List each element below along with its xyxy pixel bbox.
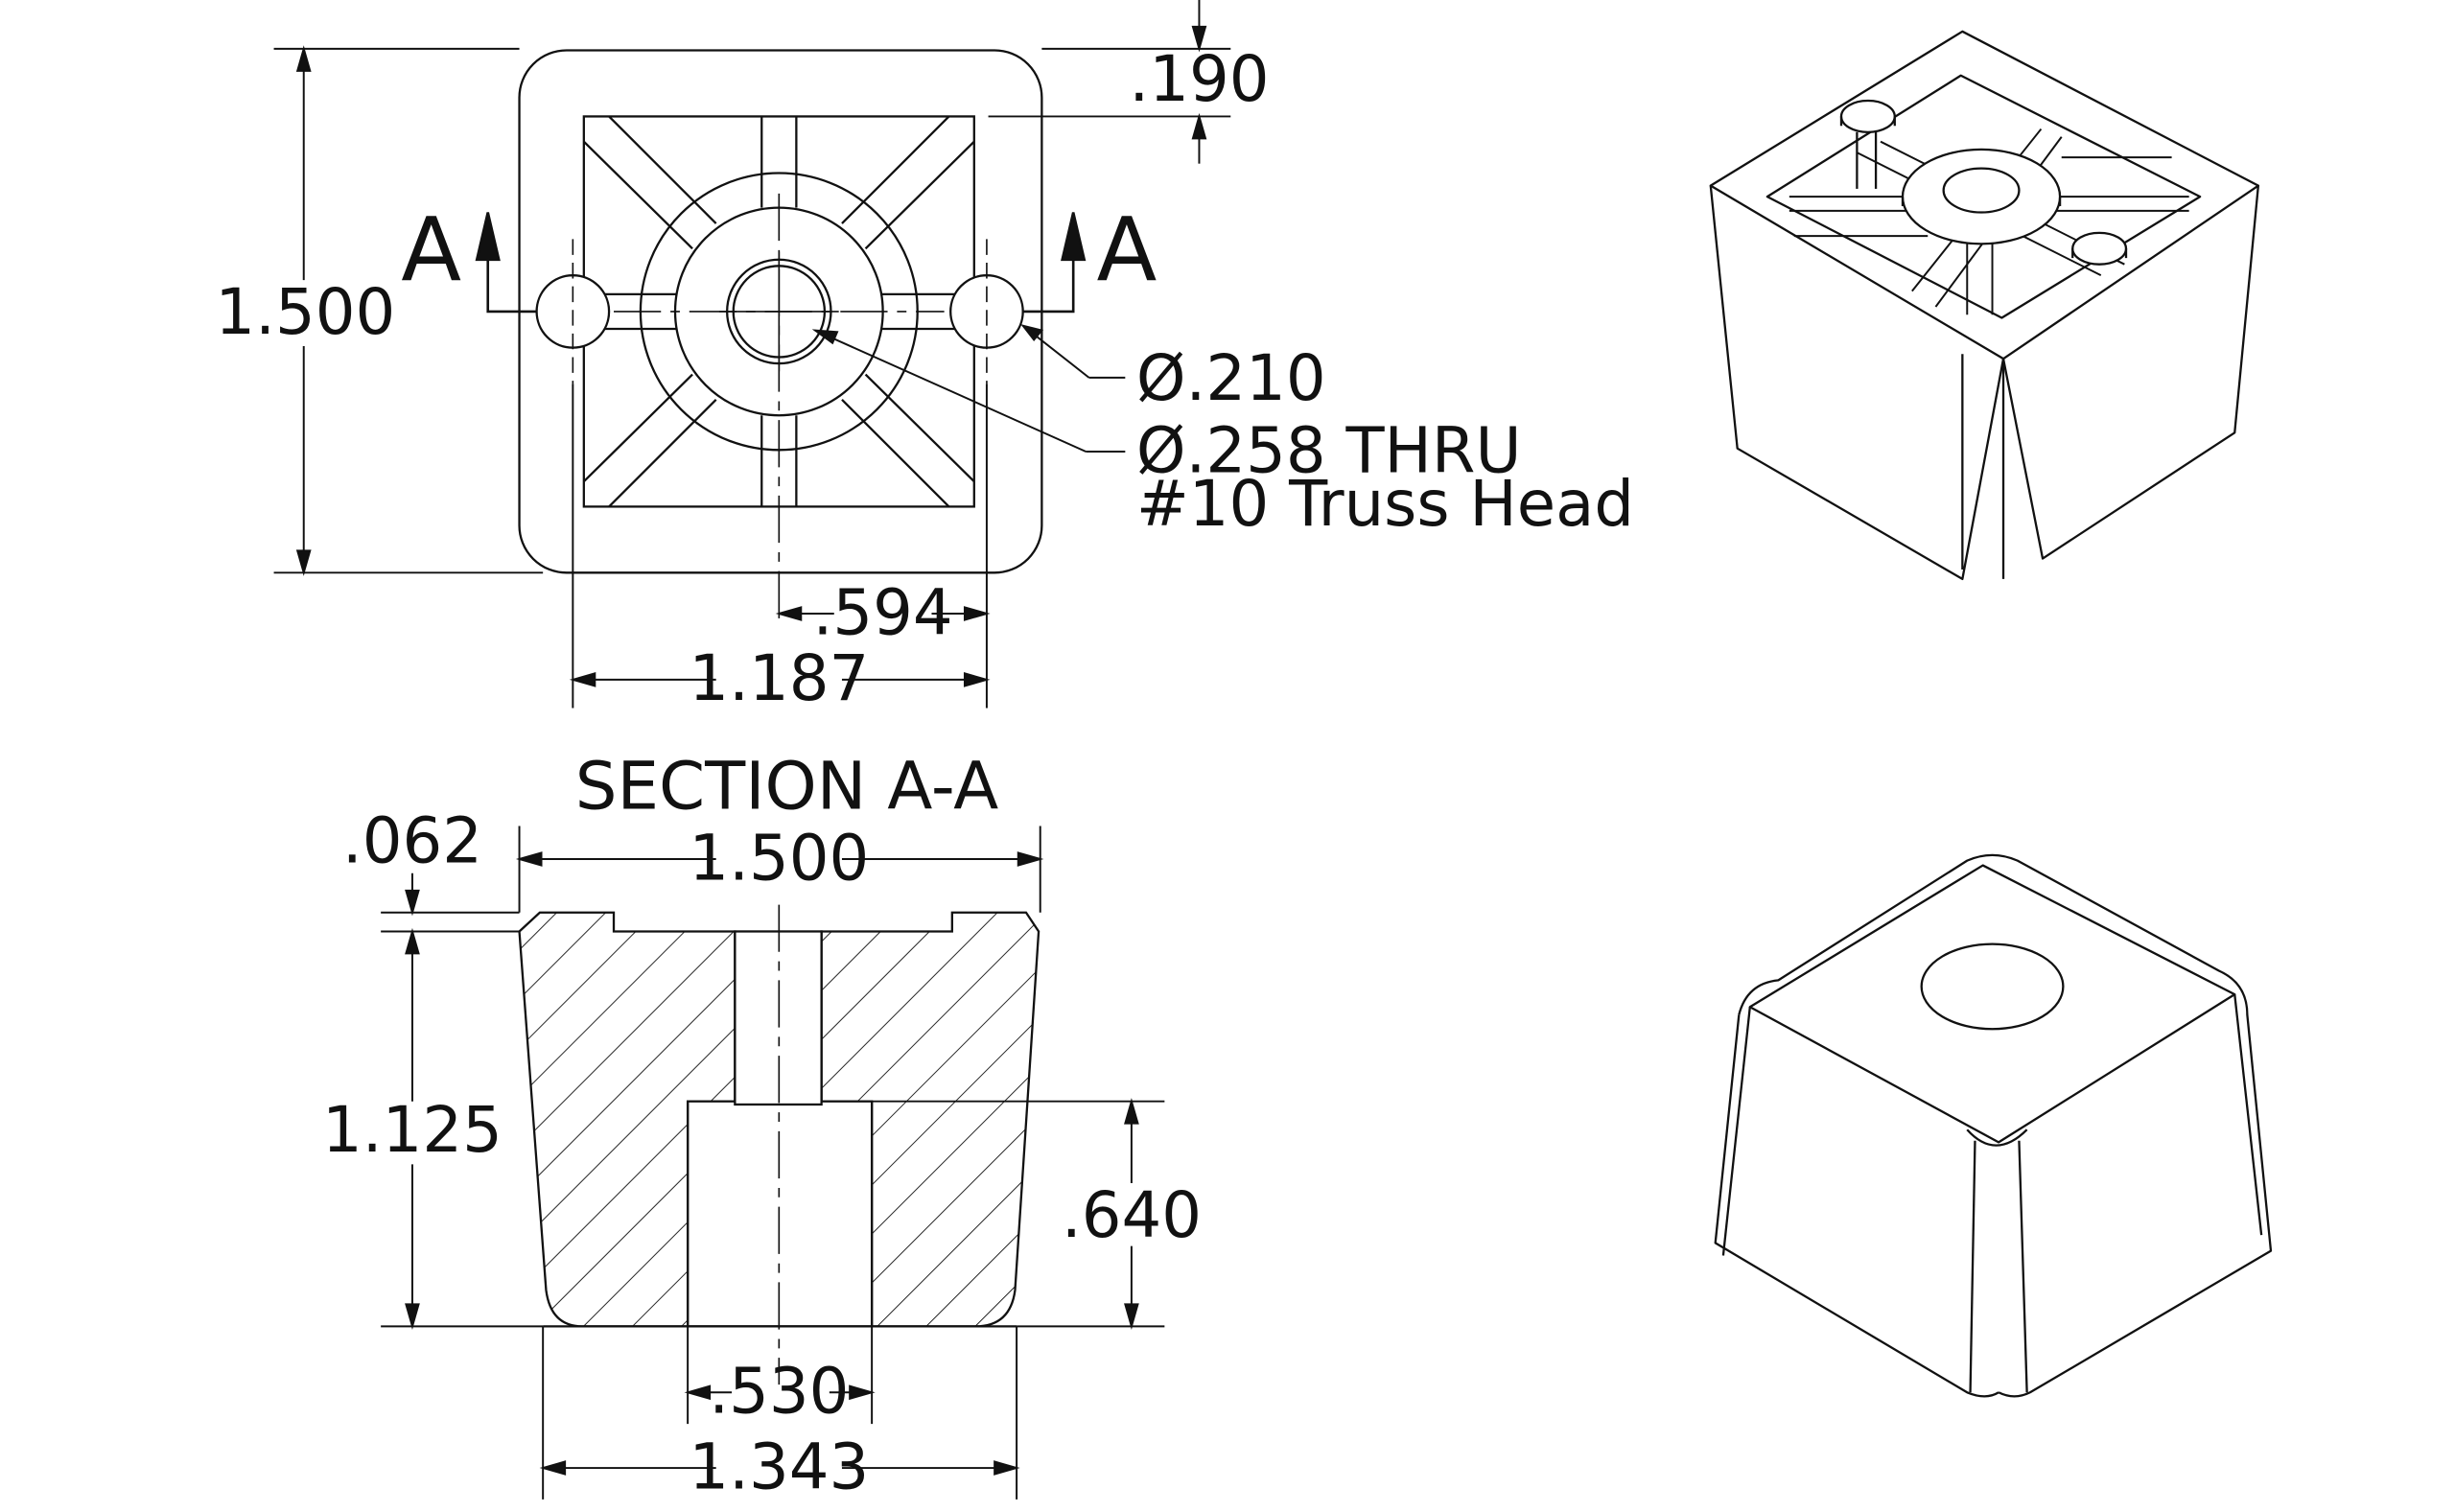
dim-530-1343-lines <box>539 1326 1020 1500</box>
section-label-left: A <box>401 198 461 301</box>
iso-solid-right-face <box>1998 1014 2273 1398</box>
dim-062-1125-lines <box>381 872 544 1330</box>
hole-bore <box>734 930 823 1106</box>
dim-1125-text: 1.125 <box>322 1094 503 1167</box>
dim-1500-horizontal-lines <box>515 826 1044 913</box>
iso-solid-top-face <box>1748 864 2236 1144</box>
iso-right-face <box>2001 185 2259 560</box>
iso-pin-right <box>2071 231 2128 266</box>
iso-solid-top-outline <box>1738 853 2249 1015</box>
iso-solid-hole <box>1920 942 2065 1031</box>
iso-left-face <box>1709 185 2005 581</box>
iso-solid-left-face <box>1714 1014 1999 1398</box>
dim-594-text: .594 <box>813 576 953 649</box>
dim-1343-text: 1.343 <box>689 1431 869 1503</box>
horizontal-ribs <box>602 292 956 331</box>
dim-640-lines <box>872 1098 1165 1330</box>
callout-leaders <box>811 324 1126 453</box>
center-lines <box>572 193 988 622</box>
dim-640-text: .640 <box>1062 1179 1202 1252</box>
dim-190-lines <box>988 0 1231 164</box>
dim-530-text: .530 <box>709 1356 849 1429</box>
section-label-right: A <box>1097 198 1157 301</box>
dim-190-text: .190 <box>1129 43 1269 116</box>
section-right-half <box>820 911 1040 1328</box>
iso-boss <box>1901 148 2062 245</box>
isometric-solid-view <box>1714 853 2273 1398</box>
dim-594-1187-lines <box>569 384 991 709</box>
iso-pin-left <box>1839 99 1896 133</box>
dim-062-text: .062 <box>342 804 482 877</box>
dim-1500-vertical-lines <box>273 45 544 576</box>
diagonal-ribs <box>583 115 975 508</box>
vertical-ribs <box>760 116 798 507</box>
callout-truss: #10 Truss Head <box>1136 468 1634 541</box>
dim-1500-vertical-text: 1.500 <box>215 276 395 349</box>
dim-1500-horizontal-text: 1.500 <box>689 822 869 895</box>
callout-210: Ø.210 <box>1136 342 1326 415</box>
dim-1187-text: 1.187 <box>689 642 869 715</box>
isometric-cavity-view <box>1709 30 2260 581</box>
iso-boss-hole <box>1942 167 2021 214</box>
section-left-half <box>518 911 736 1328</box>
section-line <box>475 212 1087 314</box>
callout-258: Ø.258 THRU <box>1136 414 1522 487</box>
section-title: SECTION A-A <box>575 748 999 825</box>
